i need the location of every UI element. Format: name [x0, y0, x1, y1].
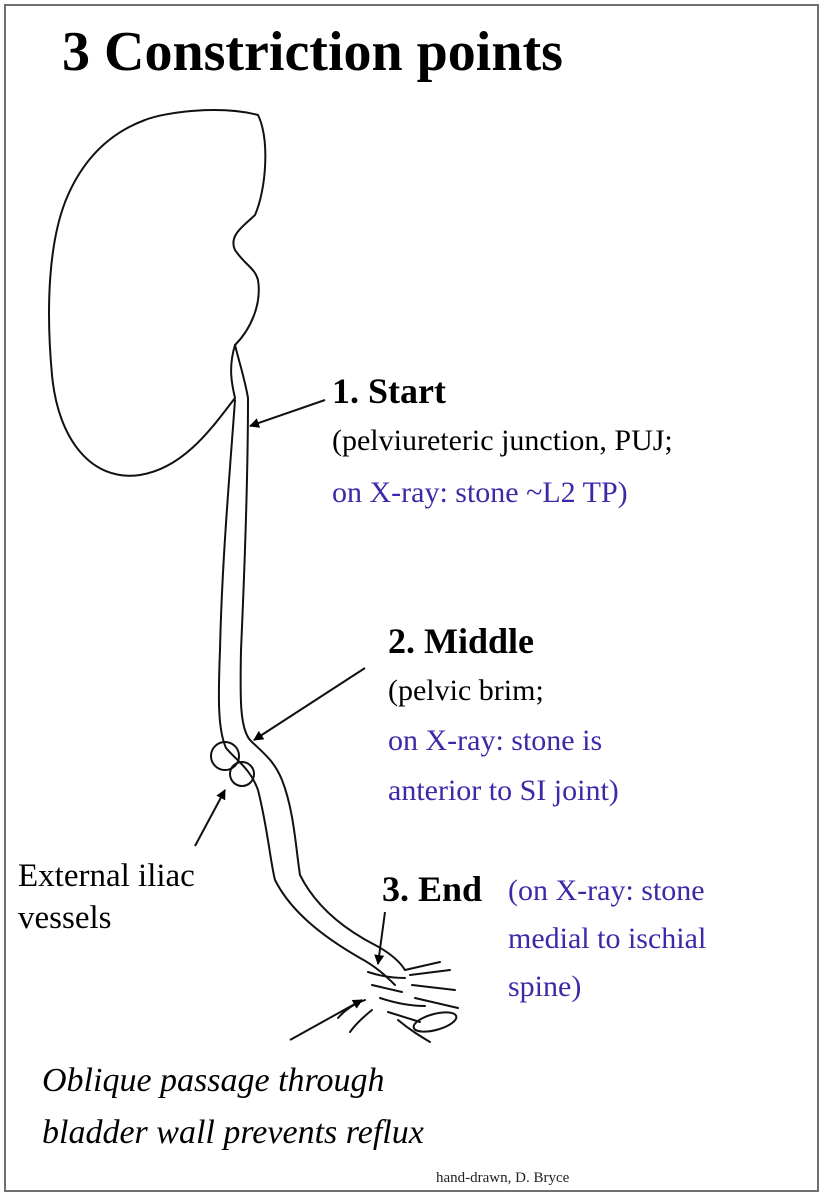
point-3-xray-line3: spine) — [508, 970, 582, 1003]
ureter-right-wall — [239, 397, 406, 971]
point-2-heading: 2. Middle — [388, 621, 535, 661]
diagram-title: 3 Constriction points — [62, 21, 563, 83]
point-3-heading: 3. End — [382, 869, 483, 909]
point-2-detail: (pelvic brim; — [388, 674, 544, 707]
arrow-end — [374, 911, 386, 965]
arrow-bladder — [289, 999, 363, 1041]
bladder-note-line1: Oblique passage through — [42, 1062, 385, 1099]
iliac-vessel-2 — [229, 761, 255, 787]
point-1-detail: (pelviureteric junction, PUJ; — [332, 424, 673, 457]
drawing-credit: hand-drawn, D. Bryce — [436, 1170, 570, 1186]
point-2-xray-line1: on X-ray: stone is — [388, 724, 603, 757]
arrow-vessels — [194, 789, 226, 847]
vessels-label-line1: External iliac — [18, 858, 195, 894]
bladder-note-line2: bladder wall prevents reflux — [42, 1114, 424, 1151]
iliac-vessel-1 — [210, 741, 240, 771]
point-2-xray-line2: anterior to SI joint) — [388, 774, 619, 807]
kidney-outline — [48, 109, 267, 477]
renal-pelvis — [234, 344, 249, 399]
diagram-frame — [4, 4, 819, 1192]
vessels-label-line2: vessels — [18, 900, 112, 936]
arrow-middle — [253, 667, 366, 741]
bladder-orifice — [412, 1011, 458, 1033]
point-1-heading: 1. Start — [332, 371, 446, 411]
point-3-xray-line1: (on X-ray: stone — [508, 874, 705, 907]
bladder-wall-strands — [337, 961, 459, 1043]
point-3-xray-line2: medial to ischial — [508, 922, 707, 955]
point-1-xray: on X-ray: stone ~L2 TP) — [332, 476, 628, 509]
arrow-start — [249, 399, 326, 428]
